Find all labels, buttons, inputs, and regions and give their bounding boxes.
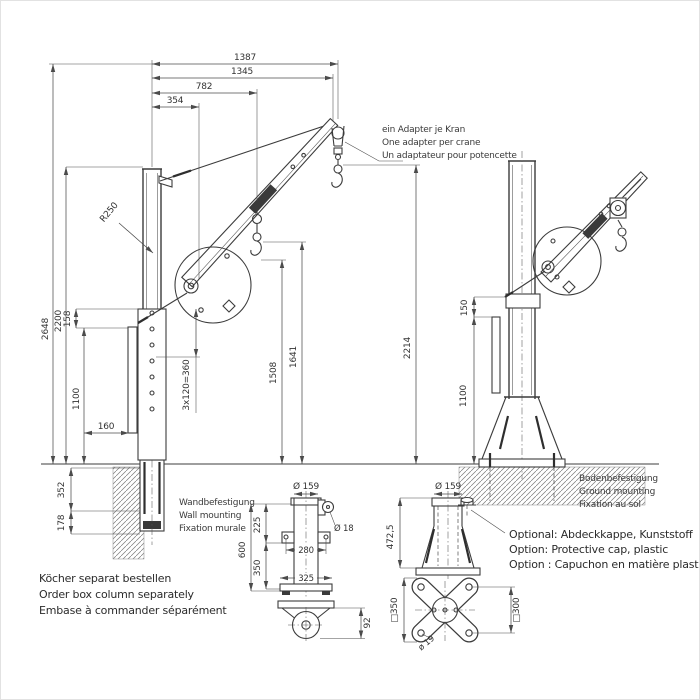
detail1-600: 600 [238,541,248,558]
dim-1641: 1641 [289,346,299,368]
mid-hook-assembly [250,207,263,256]
dims-middle: 3x120=360 1508 1641 2214 [156,164,420,464]
order-note-fr: Embase à commander séparément [39,604,227,617]
detail1-325: 325 [298,574,314,584]
detail2-sq300: □300 [512,597,522,622]
radius-callout: R250 [98,200,154,254]
detail1-280: 280 [298,546,314,556]
dim-2200: 2200 [54,309,64,332]
detail2-sq350: □350 [390,597,400,622]
detail2-dia: Ø 159 [435,481,462,492]
side-winch [504,226,602,298]
adapter-note-de: ein Adapter je Kran [382,125,465,135]
dim-160: 160 [98,422,115,432]
dim-354: 354 [167,96,184,106]
adapter-note: ein Adapter je Kran One adapter per cran… [344,125,518,162]
dim-hole-spacing: 3x120=360 [182,359,192,411]
optional-note-en: Option: Protective cap, plastic [509,543,668,556]
dim-1508: 1508 [269,361,279,384]
dim-1345: 1345 [231,67,253,77]
ground-base-detail: Ø 159 472,5 [386,481,522,653]
crank-arm [147,292,188,318]
order-note-en: Order box column separately [39,588,195,601]
front-view: 1387 1345 782 354 2648 2200 158 1100 160 [41,53,420,560]
order-note: Köcher separat bestellen Order box colum… [39,572,228,617]
ground-hatch [458,466,646,506]
foundation-hatch [112,466,145,560]
ground-mounting-en: Ground mounting [579,487,655,497]
box-column-top-view: 92 [277,600,373,643]
optional-note-fr: Option : Capuchon en matière plastique [509,558,700,571]
side-boom-label-strip [582,213,608,239]
ground-mounting-fr: Fixation au sol [579,500,641,510]
dim-2648: 2648 [41,317,51,340]
dim-158: 158 [63,310,73,327]
dim-150: 150 [460,299,470,316]
detail1-hole: Ø 18 [334,523,353,534]
detail2-height: 472,5 [386,525,396,550]
wall-mounting-note: Wandbefestigung Wall mounting Fixation m… [179,498,255,534]
side-tip-hook [609,178,642,252]
tie-rod [159,124,328,182]
wall-mounting-en: Wall mounting [179,511,241,521]
ground-mounting-de: Bodenbefestigung [579,474,658,484]
dims-side: 150 1100 [459,296,507,464]
optional-cap-note: Optional: Abdeckkappe, Kunststoff Option… [470,509,700,571]
dim-2214: 2214 [403,336,413,359]
dim-1100-side: 1100 [459,384,469,407]
wall-mounting-de: Wandbefestigung [179,498,255,508]
dim-1100-front: 1100 [72,387,82,410]
winch [137,246,252,324]
mast [127,168,173,461]
detail1-dia: Ø 159 [293,481,320,492]
box-column-detail: Ø 159 600 225 350 280 [238,481,373,643]
side-square-cutout [562,280,576,294]
optional-note-de: Optional: Abdeckkappe, Kunststoff [509,528,694,541]
square-cutout [222,299,236,313]
order-note-de: Köcher separat bestellen [39,572,171,585]
side-mast [491,151,541,479]
wall-mounting-fr: Fixation murale [179,524,246,534]
box-column-embedded [139,447,165,545]
boom [181,117,339,288]
crank-grip [137,316,149,324]
ground-mounting-note: Bodenbefestigung Ground mounting Fixatio… [579,474,658,510]
adapter-leader-line [344,141,403,162]
detail1-350: 350 [253,559,263,576]
tip-pulley-adapter [331,125,345,188]
detail1-92: 92 [363,617,373,628]
dims-left: 2648 2200 158 1100 160 352 178 [41,64,143,535]
boom-label-strip [248,184,278,214]
detail1-225: 225 [253,517,263,534]
dim-352: 352 [57,482,67,499]
cross-plate-top-view: □350 □300 ø 19 [390,577,522,653]
dims-top: 1387 1345 782 354 [49,53,339,279]
roller-bracket [317,499,335,516]
side-view: 150 1100 Bodenbefestigung Ground mountin… [458,151,658,510]
dim-782: 782 [196,82,213,92]
dim-178: 178 [57,514,67,531]
protective-cap [458,496,476,517]
side-crank-arm [512,270,546,293]
dim-1387: 1387 [234,53,256,63]
adapter-note-en: One adapter per crane [382,138,481,148]
dim-r250: R250 [98,200,121,224]
side-crank-grip [504,291,514,298]
cone-base [478,396,566,501]
adapter-note-fr: Un adaptateur pour potencette [382,151,517,161]
